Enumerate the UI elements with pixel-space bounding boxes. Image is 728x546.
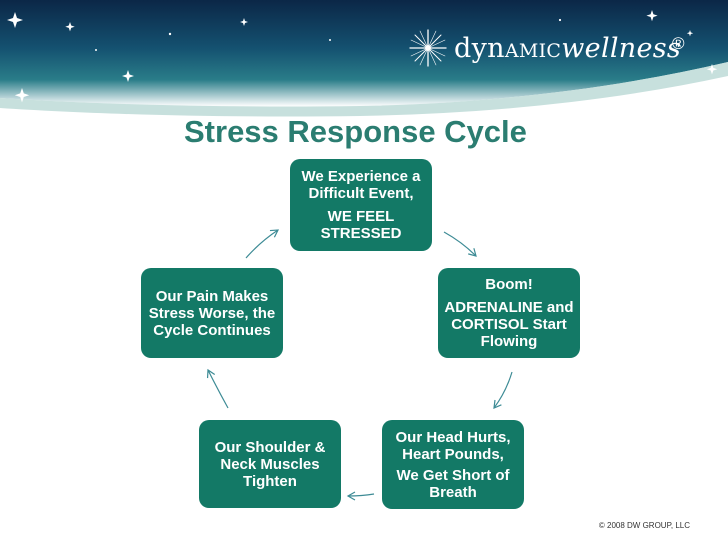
cycle-step-4-text: Our Shoulder & Neck Muscles Tighten bbox=[214, 438, 326, 490]
arrow-5-to-1 bbox=[245, 229, 280, 259]
cycle-step-2-emphasis: ADRENALINE and CORTISOL Start Flowing bbox=[444, 299, 574, 350]
cycle-step-3-text: Our Head Hurts, Heart Pounds, bbox=[395, 428, 511, 463]
cycle-step-1: We Experience a Difficult Event, WE FEEL… bbox=[290, 159, 432, 251]
brand-logo: dynamicwellness bbox=[408, 26, 681, 70]
cycle-step-3: Our Head Hurts, Heart Pounds, We Get Sho… bbox=[382, 420, 524, 509]
cycle-step-1-text: We Experience a Difficult Event, bbox=[301, 168, 421, 202]
cycle-step-2-text: Boom! bbox=[485, 276, 533, 293]
header-banner bbox=[0, 0, 728, 117]
arrow-2-to-3 bbox=[493, 371, 513, 409]
cycle-step-5: Our Pain Makes Stress Worse, the Cycle C… bbox=[141, 268, 283, 358]
cycle-step-5-text: Our Pain Makes Stress Worse, the Cycle C… bbox=[148, 287, 276, 339]
copyright-notice: © 2008 DW GROUP, LLC bbox=[598, 521, 690, 530]
cycle-step-4: Our Shoulder & Neck Muscles Tighten bbox=[199, 420, 341, 508]
cycle-step-1-emphasis: WE FEEL STRESSED bbox=[320, 208, 402, 242]
registered-mark: ® bbox=[672, 34, 685, 53]
cycle-step-2: Boom! ADRENALINE and CORTISOL Start Flow… bbox=[438, 268, 580, 358]
cycle-step-3-emphasis: We Get Short of Breath bbox=[396, 466, 510, 501]
star-burst-logo-icon bbox=[409, 29, 447, 67]
brand-text-caps: amic bbox=[504, 32, 562, 64]
arrow-3-to-4 bbox=[346, 491, 375, 501]
brand-wordmark: dynamicwellness bbox=[454, 33, 681, 64]
page-title: Stress Response Cycle bbox=[184, 114, 527, 149]
brand-text-main: dyn bbox=[454, 32, 505, 64]
arrow-4-to-5 bbox=[206, 368, 229, 409]
arrow-1-to-2 bbox=[443, 231, 477, 257]
brand-text-italic: wellness bbox=[561, 32, 682, 64]
